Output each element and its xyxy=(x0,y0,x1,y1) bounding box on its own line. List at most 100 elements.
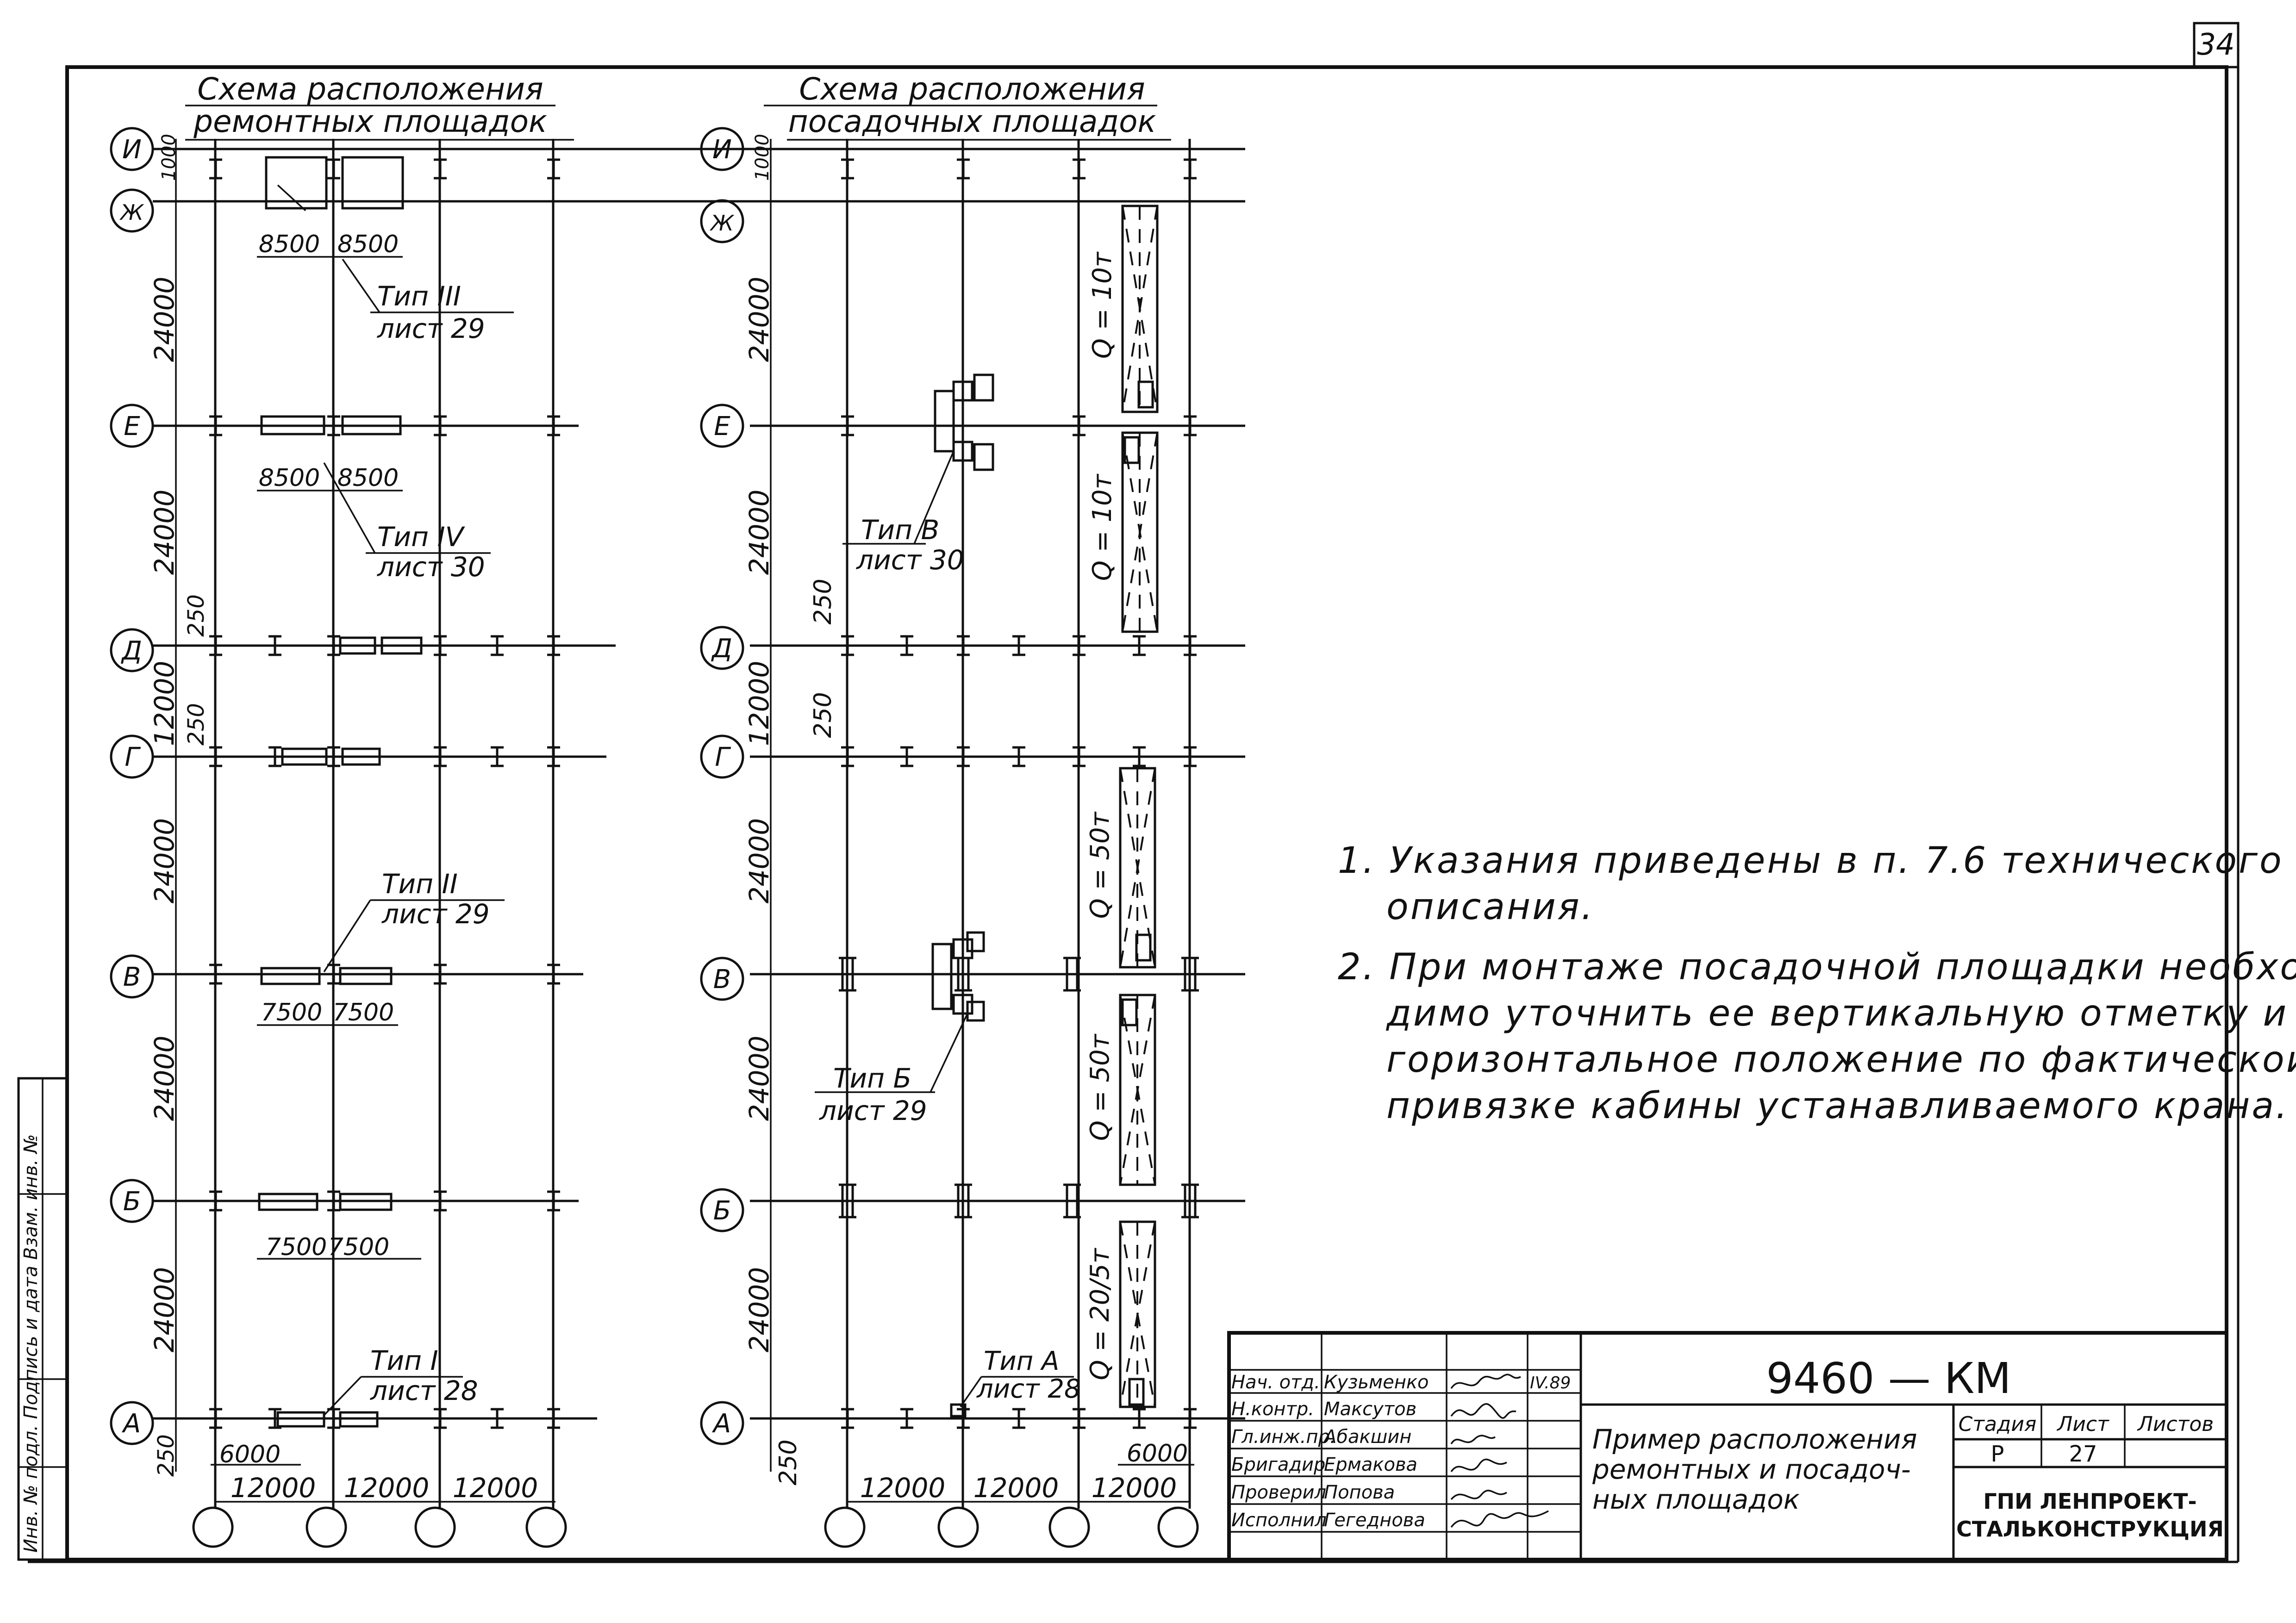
left-dim-e-1: 8500 xyxy=(259,464,320,492)
right-callout-sheet-v: лист 30 xyxy=(856,544,964,576)
right-spacing-6: 24000 xyxy=(743,1036,775,1121)
right-callout-sheet-a: лист 28 xyxy=(976,1374,1081,1404)
left-dim-top-2: 8500 xyxy=(337,230,399,258)
name-3: Абакшин xyxy=(1323,1426,1411,1448)
left-spacing-6: 24000 xyxy=(149,1036,180,1121)
right-spacing-3: 24000 xyxy=(743,490,775,575)
left-col-spacing-2: 12000 xyxy=(344,1472,430,1504)
left-axis-label-8: А xyxy=(122,1409,141,1439)
crane-capacity-4: Q = 50т xyxy=(1085,1033,1115,1141)
right-callout-sheet-b: лист 29 xyxy=(819,1095,927,1126)
left-callout-sheet-2: лист 29 xyxy=(381,898,490,930)
left-axis-label-5: Г xyxy=(125,742,141,772)
right-axis-label-4: Д xyxy=(711,634,732,664)
right-spacing-7: 24000 xyxy=(743,1267,775,1353)
left-dim-v-2: 7500 xyxy=(333,999,394,1026)
right-offset-3: 250 xyxy=(774,1439,802,1485)
left-dim-b-1: 7500 xyxy=(266,1233,327,1261)
sheet-number: 34 xyxy=(2197,28,2234,62)
left-offset-3: 250 xyxy=(153,1434,179,1477)
left-callout-sheet-3: лист 29 xyxy=(377,313,485,344)
organization-line1: ГПИ ЛЕНПРОЕКТ- xyxy=(1983,1489,2196,1514)
left-title-line1: Схема расположения xyxy=(197,71,543,107)
left-callout-type-2: Тип II xyxy=(382,868,458,900)
right-spacing-1: 1000 xyxy=(752,134,773,181)
organization-line2: СТАЛЬКОНСТРУКЦИЯ xyxy=(1956,1517,2224,1542)
stage-label: Стадия xyxy=(1959,1412,2037,1436)
name-6: Гегеднова xyxy=(1324,1510,1425,1531)
signature-scribbles xyxy=(1450,1374,1549,1528)
note-line-5: горизонтальное положение по фактической xyxy=(1386,1039,2296,1081)
right-col-spacing-1: 12000 xyxy=(860,1472,946,1504)
crane-capacity-5: Q = 20/5т xyxy=(1085,1248,1115,1380)
role-4: Бригадир xyxy=(1231,1454,1325,1475)
name-2: Максутов xyxy=(1324,1399,1416,1420)
left-callout-type-4: Тип IV xyxy=(377,521,466,553)
sheet-label: Лист xyxy=(2056,1412,2109,1436)
right-axis-label-1: И xyxy=(712,135,732,165)
right-callout-type-b: Тип Б xyxy=(833,1063,911,1094)
crane-capacity-1: Q = 10т xyxy=(1087,251,1117,359)
left-col-spacing-1: 12000 xyxy=(231,1472,316,1504)
left-scheme: Схема расположения ремонтных площадок xyxy=(110,71,1245,1548)
right-spacing-2: 24000 xyxy=(743,277,775,362)
left-spacing-3: 24000 xyxy=(149,490,180,575)
left-axis-label-6: В xyxy=(123,962,141,992)
left-axis-label-7: Б xyxy=(123,1187,141,1217)
left-spacing-7: 24000 xyxy=(149,1267,180,1353)
right-axis-label-3: Е xyxy=(714,411,730,442)
left-dim-e-2: 8500 xyxy=(337,464,399,492)
left-spacing-2: 24000 xyxy=(149,277,180,362)
right-scheme: Схема расположения посадочных площадок xyxy=(700,71,1245,1548)
left-spacing-4: 12000 xyxy=(149,661,180,746)
name-5: Попова xyxy=(1324,1482,1395,1503)
left-callout-type-1: Тип I xyxy=(370,1345,438,1376)
note-line-6: привязке кабины устанавливаемого крана. xyxy=(1386,1085,2289,1127)
left-title-line2: ремонтных площадок xyxy=(193,104,547,139)
side-stamp-text: Инв. № подл. Подпись и дата Взам. инв. № xyxy=(20,1134,42,1553)
right-callout-type-a: Тип А xyxy=(984,1346,1059,1376)
note-line-1: 1. Указания приведены в п. 7.6 техническ… xyxy=(1338,840,2284,882)
right-axis-label-8: А xyxy=(712,1409,731,1439)
right-title-line2: посадочных площадок xyxy=(788,104,1156,139)
right-col-spacing-3: 12000 xyxy=(1092,1472,1177,1504)
left-offset-2: 250 xyxy=(183,703,209,746)
role-5: Проверил xyxy=(1231,1482,1326,1503)
sheets-label: Листов xyxy=(2137,1412,2214,1436)
left-callout-sheet-4: лист 30 xyxy=(377,551,485,583)
right-offset-1: 250 xyxy=(809,578,837,624)
right-axis-label-2: Ж xyxy=(709,211,735,236)
title-block: 9460 — КМ Пример расположения ремонтных … xyxy=(1227,1331,2228,1561)
right-title-line1: Схема расположения xyxy=(799,71,1145,107)
sheet-value: 27 xyxy=(2069,1441,2097,1467)
right-dim-a-single: 6000 xyxy=(1127,1440,1188,1468)
left-spacing-1: 1000 xyxy=(158,134,180,181)
left-dim-a-single: 6000 xyxy=(219,1441,281,1468)
crane-capacity-3: Q = 50т xyxy=(1085,811,1115,919)
role-3: Гл.инж.пр. xyxy=(1231,1426,1336,1448)
name-4: Ермакова xyxy=(1324,1454,1417,1475)
left-dim-b-2: 7500 xyxy=(328,1233,389,1261)
note-line-4: димо уточнить ее вертикальную отметку и xyxy=(1386,993,2289,1034)
note-line-3: 2. При монтаже посадочной площадки необх… xyxy=(1338,946,2296,988)
left-col-spacing-3: 12000 xyxy=(453,1472,538,1504)
left-axis-label-4: Д xyxy=(120,636,142,666)
right-offset-2: 250 xyxy=(809,692,837,738)
left-axis-label-3: Е xyxy=(124,411,140,442)
note-line-2: описания. xyxy=(1386,886,1595,928)
left-dim-v-1: 7500 xyxy=(261,999,322,1026)
stage-value: Р xyxy=(1991,1441,2004,1467)
left-spacing-5: 24000 xyxy=(149,818,180,904)
left-callout-type-3: Тип III xyxy=(377,280,461,312)
approval-date: IV.89 xyxy=(1530,1374,1571,1393)
role-1: Нач. отд. xyxy=(1231,1372,1320,1393)
left-axis-label-1: И xyxy=(122,135,142,165)
role-2: Н.контр. xyxy=(1231,1399,1314,1420)
right-spacing-5: 24000 xyxy=(743,818,775,904)
right-callout-type-v: Тип В xyxy=(861,514,939,546)
right-axis-label-7: Б xyxy=(713,1196,731,1226)
document-code: 9460 — КМ xyxy=(1766,1354,2011,1403)
sheet-number-box xyxy=(2193,22,2240,68)
right-axis-label-6: В xyxy=(713,964,731,995)
